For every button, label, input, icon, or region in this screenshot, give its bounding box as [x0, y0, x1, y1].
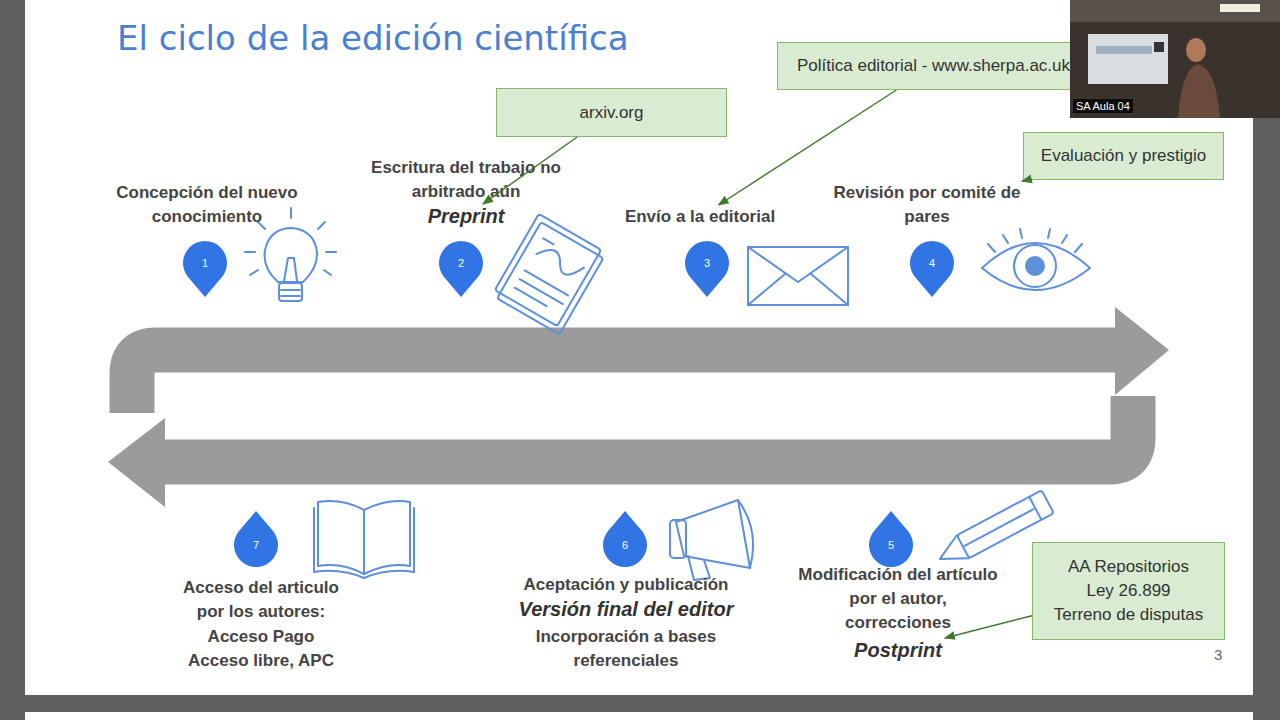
pin-outline: [869, 511, 913, 567]
pin-outline: [183, 241, 227, 297]
step-marker: 6Aceptación y publicaciónVersión final d…: [602, 510, 648, 568]
callout-text: Política editorial - www.sherpa.ac.uk: [797, 54, 1070, 78]
step-marker: 4Revisión por comité de pares: [909, 240, 955, 298]
step-keyword: Versión final del editor: [491, 597, 761, 621]
pin-outline: [603, 511, 647, 567]
pin-outline: [439, 241, 483, 297]
envelope-icon: [748, 247, 848, 305]
cycle-arrow-bottom: [163, 396, 1133, 462]
step-description: Modificación del artículo por el autor, …: [798, 563, 998, 635]
leader-arrow: [1022, 180, 1027, 181]
step-number: 6: [602, 538, 648, 552]
step-number: 5: [868, 538, 914, 552]
step-marker: 1Concepción del nuevo conocimiento: [182, 240, 228, 298]
arrow-head: [1115, 307, 1169, 395]
step-description: Acceso Pago: [161, 625, 361, 649]
step-number: 3: [684, 256, 730, 270]
book-icon: [314, 501, 414, 578]
step-description: Envío a la editorial: [600, 205, 800, 229]
step-marker: 7Acceso del articulo por los autores:Acc…: [233, 510, 279, 568]
callout-text: Ley 26.899: [1086, 579, 1170, 603]
step-number: 4: [909, 256, 955, 270]
room-label: SA Aula 04: [1073, 99, 1133, 113]
callout-text: AA Repositorios: [1068, 555, 1189, 579]
step-keyword: Preprint: [391, 204, 541, 228]
leader-arrow: [945, 616, 1032, 638]
step-number: 7: [233, 538, 279, 552]
step-description: Acceso libre, APC: [161, 649, 361, 673]
step-keyword: Postprint: [823, 638, 973, 662]
callout-box: Política editorial - www.sherpa.ac.uk: [777, 42, 1090, 90]
document-icon: [492, 214, 607, 334]
callout-text: arxiv.org: [580, 101, 644, 125]
step-marker: 5Modificación del artículo por el autor,…: [868, 510, 914, 568]
step-description: Revisión por comité de pares: [832, 181, 1022, 229]
next-slide-edge: [25, 712, 1253, 720]
megaphone-icon: [670, 500, 753, 580]
step-description: Acceso del articulo por los autores:: [169, 576, 354, 624]
step-description: Aceptación y publicación: [506, 573, 746, 597]
callout-box: AA RepositoriosLey 26.899Terreno de disp…: [1032, 542, 1225, 640]
step-number: 1: [182, 256, 228, 270]
page-number: 3: [1214, 646, 1222, 663]
pin-outline: [685, 241, 729, 297]
step-description: Incorporación a bases referenciales: [526, 625, 726, 673]
pin-outline: [910, 241, 954, 297]
step-description: Escritura del trabajo no arbitrado aún: [366, 156, 566, 204]
pin-outline: [234, 511, 278, 567]
eye-icon: [982, 229, 1090, 290]
step-marker: 2Escritura del trabajo no arbitrado aúnP…: [438, 240, 484, 298]
callout-text: Terreno de disputas: [1054, 603, 1203, 627]
arrow-head: [108, 418, 165, 507]
callout-text: Evaluación y prestigio: [1041, 144, 1206, 168]
step-marker: 3Envío a la editorial: [684, 240, 730, 298]
step-number: 2: [438, 256, 484, 270]
callout-box: Evaluación y prestigio: [1023, 132, 1224, 180]
cycle-arrow-top: [132, 350, 1117, 413]
step-description: Concepción del nuevo conocimiento: [107, 181, 307, 229]
callout-box: arxiv.org: [496, 88, 727, 137]
slide-title: El ciclo de la edición científica: [117, 18, 629, 58]
